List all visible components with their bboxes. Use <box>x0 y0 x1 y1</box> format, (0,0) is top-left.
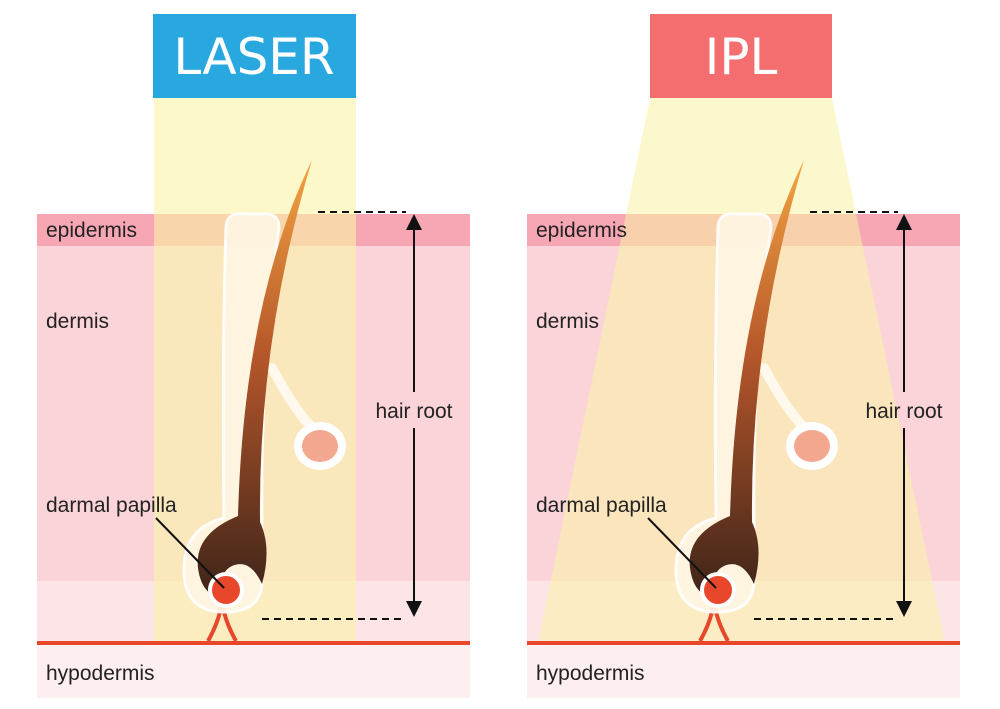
hair-shaft <box>689 160 804 598</box>
hair-root-label: hair root <box>375 400 452 423</box>
dermis-label: dermis <box>536 310 599 333</box>
hair-root-measure <box>754 211 912 620</box>
dermis-label: dermis <box>46 310 109 333</box>
hair-root-label: hair root <box>865 400 942 423</box>
papilla-label: darmal papilla <box>536 494 667 517</box>
laser-title-box <box>153 14 356 98</box>
arrow-up-icon <box>406 214 422 230</box>
ipl-title-box <box>650 14 832 98</box>
epidermis-label: epidermis <box>46 219 137 242</box>
papilla-pointer <box>155 517 225 589</box>
papilla-pointer <box>647 517 717 589</box>
hair-follicle <box>674 160 838 614</box>
hypodermis-label: hypodermis <box>536 662 645 685</box>
hypodermis-layer <box>37 643 470 698</box>
papilla-label: darmal papilla <box>46 494 177 517</box>
hair-root-measure <box>262 211 422 620</box>
hypodermis-layer <box>527 643 960 698</box>
arrow-down-icon <box>896 601 912 617</box>
hypodermis-label: hypodermis <box>46 662 155 685</box>
laser-panel: LASER epidermis dermis hair root darmal … <box>37 14 470 698</box>
hair-shaft <box>197 160 312 598</box>
laser-title: LASER <box>173 28 334 86</box>
epidermis-label: epidermis <box>536 219 627 242</box>
arrow-down-icon <box>406 601 422 617</box>
arrow-up-icon <box>896 214 912 230</box>
ipl-panel: IPL epidermis dermis hair root darmal pa… <box>527 14 960 698</box>
ipl-title: IPL <box>705 28 778 86</box>
